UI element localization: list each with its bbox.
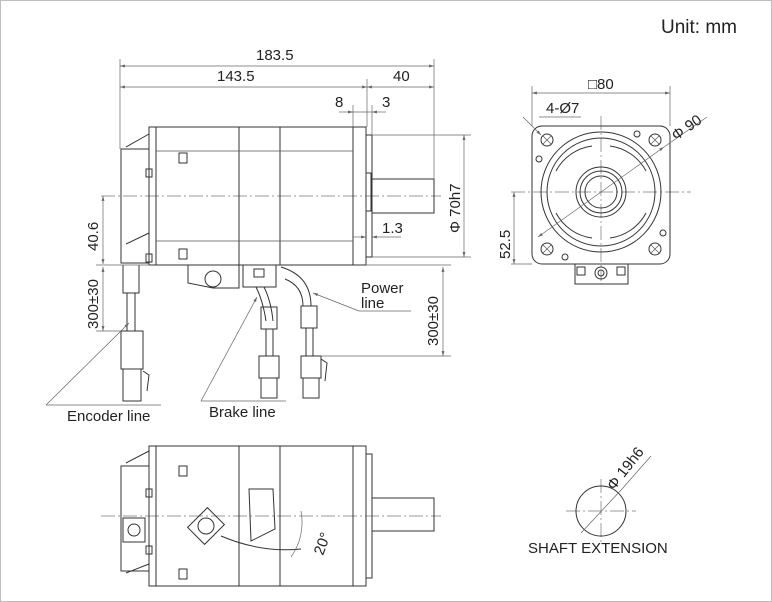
- unit-label: Unit: mm: [661, 17, 737, 38]
- dim-flange-3: 3: [382, 94, 390, 111]
- label-power-line-1: Power: [361, 280, 404, 297]
- dim-body-length: 143.5: [217, 68, 255, 85]
- bottom-view: 20°: [101, 445, 441, 587]
- dim-overall-length: 183.5: [256, 47, 294, 64]
- shaft-extension-view: Φ 19h6 SHAFT EXTENSION: [528, 444, 668, 557]
- mounting-holes: [540, 133, 662, 256]
- label-power-line-2: line: [361, 295, 384, 312]
- dim-height-40-6: 40.6: [85, 222, 102, 251]
- dim-encoder-cable: 300±30: [85, 279, 102, 329]
- dim-height-52-5: 52.5: [497, 230, 514, 259]
- dim-power-cable: 300±30: [425, 296, 442, 346]
- dim-pcd: Φ 90: [669, 112, 706, 145]
- dim-shaft-diameter: Φ 19h6: [604, 444, 648, 493]
- label-encoder-line: Encoder line: [67, 408, 150, 425]
- dim-flange-8: 8: [335, 94, 343, 111]
- side-view: [101, 126, 441, 402]
- label-shaft-extension: SHAFT EXTENSION: [528, 540, 668, 557]
- label-brake-line: Brake line: [209, 404, 276, 421]
- front-view: [511, 116, 691, 285]
- side-view-dimensions: 183.5 143.5 40 8 3 1.3 Φ 70h7 40.6 300±3…: [85, 47, 471, 357]
- dim-shaft-length: 40: [393, 68, 410, 85]
- dim-flange-1-3: 1.3: [382, 220, 403, 237]
- dim-angle: 20°: [311, 530, 335, 557]
- cable-labels: Encoder line Brake line Power line: [45, 280, 411, 425]
- dim-holes: 4-Ø7: [546, 100, 579, 117]
- dim-pilot-diameter: Φ 70h7: [447, 183, 464, 233]
- front-view-dimensions: □80 4-Ø7 Φ 90 52.5: [497, 76, 708, 265]
- dim-square: □80: [588, 76, 614, 93]
